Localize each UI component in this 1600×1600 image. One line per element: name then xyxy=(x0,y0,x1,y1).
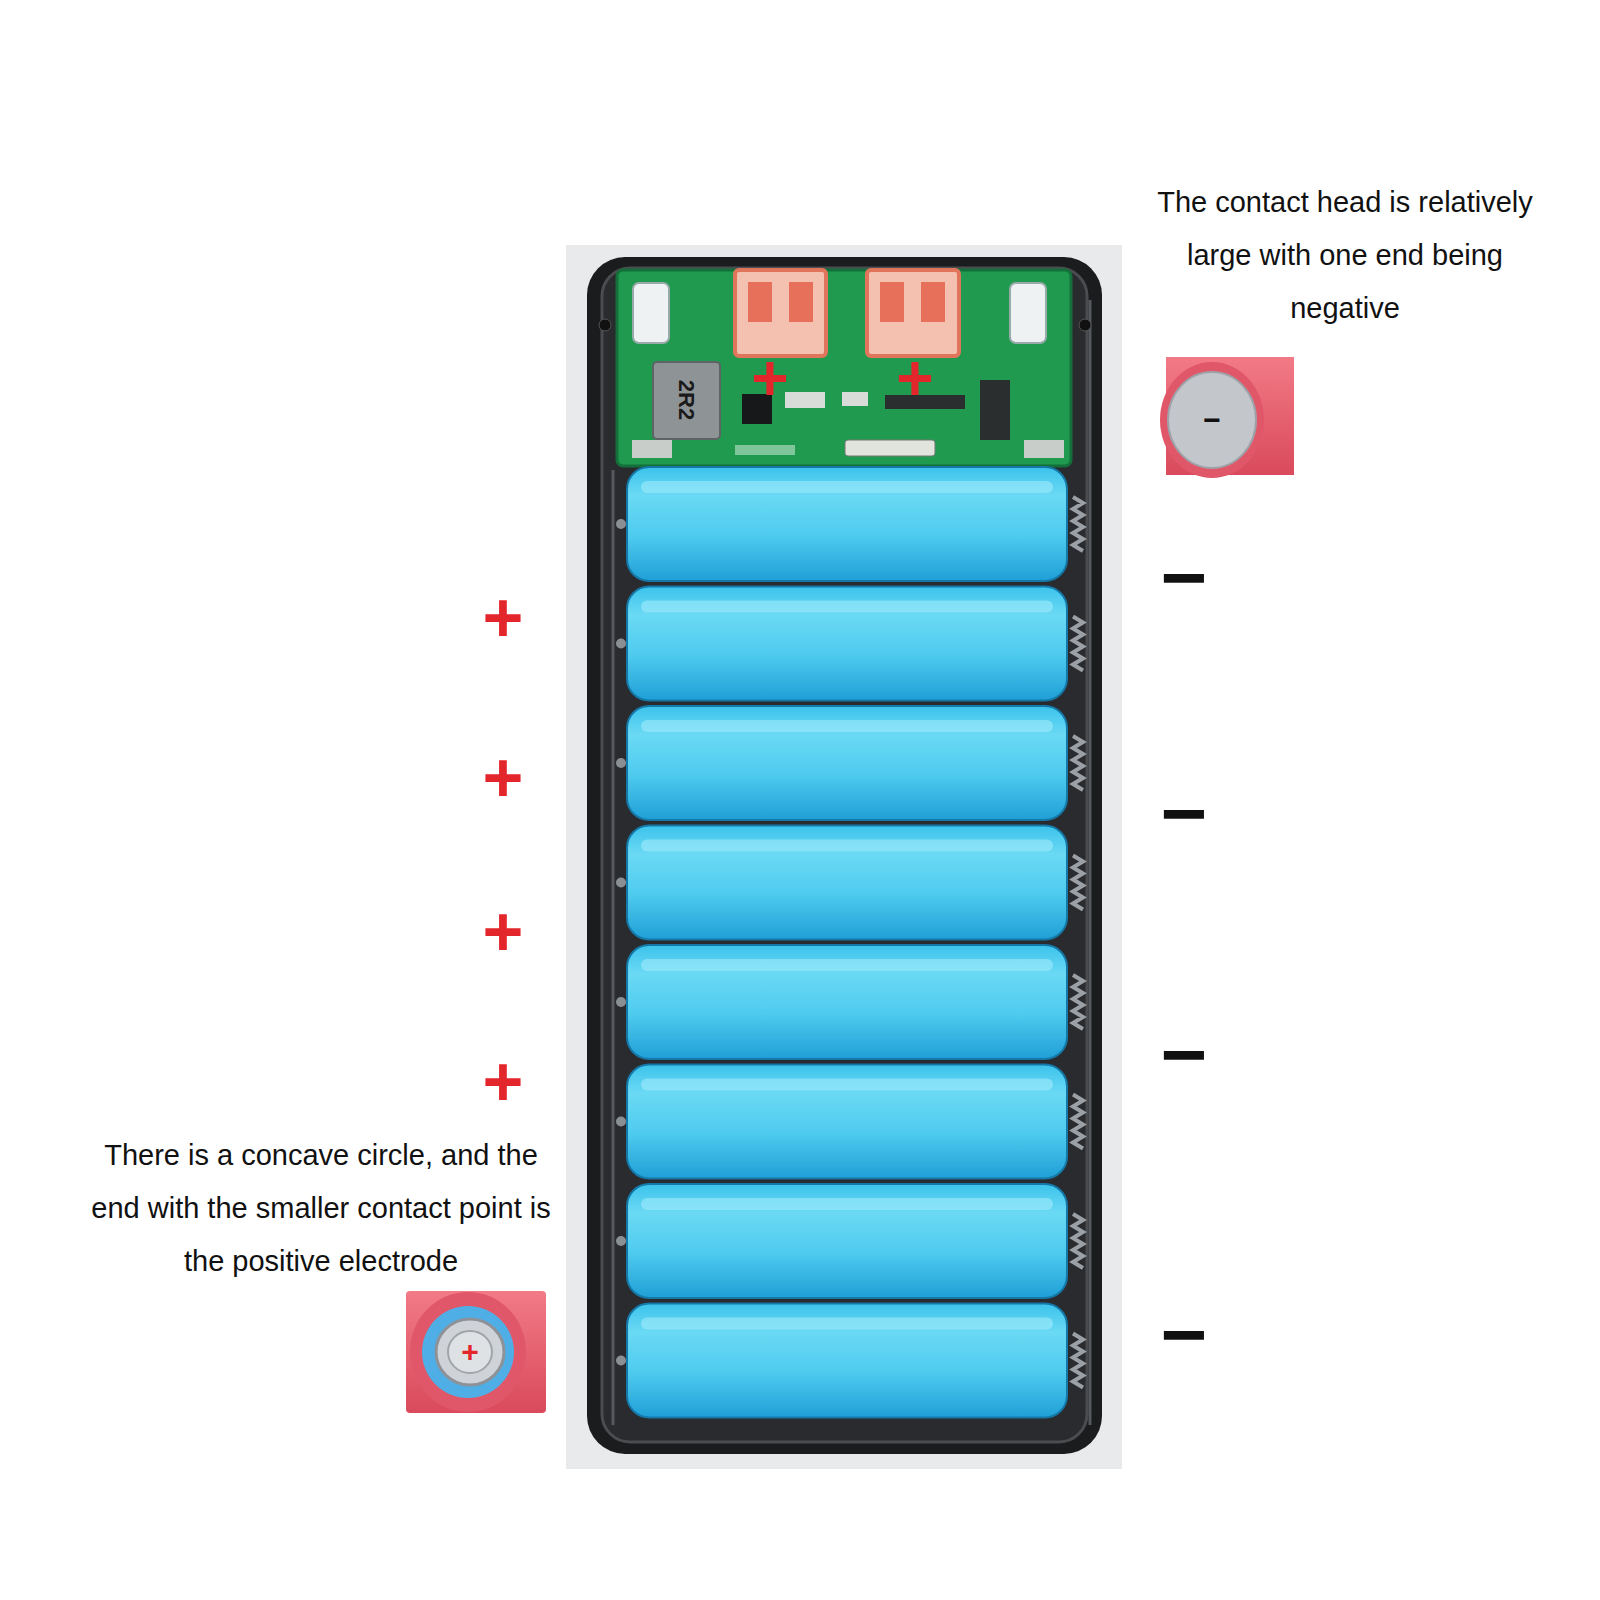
housing-wall xyxy=(1089,300,1092,1425)
usb-pin xyxy=(748,282,772,322)
usb-port xyxy=(867,270,959,356)
inductor xyxy=(653,362,720,439)
battery-cell xyxy=(616,1065,1083,1179)
battery-cell xyxy=(616,587,1083,701)
polarity-mark: + xyxy=(483,1047,524,1117)
polarity-mark: + xyxy=(896,346,933,410)
housing-wall xyxy=(612,470,615,1425)
polarity-mark: − xyxy=(1203,405,1221,435)
housing-inner xyxy=(602,268,1087,1442)
usb-pin xyxy=(880,282,904,322)
led xyxy=(1010,283,1046,343)
positive-end-face xyxy=(436,1319,504,1385)
smd-part xyxy=(785,392,825,408)
led xyxy=(633,283,669,343)
polarity-mark: + xyxy=(751,346,788,410)
note-text: The contact head is relatively large wit… xyxy=(1130,176,1560,335)
polarity-mark: − xyxy=(1161,774,1208,854)
negative-end-face xyxy=(1168,372,1256,468)
usb-port xyxy=(735,270,826,356)
insulator-ring xyxy=(422,1306,514,1398)
polarity-mark: + xyxy=(483,743,524,813)
part-marking: 2R2 xyxy=(675,380,697,420)
pad-row xyxy=(845,440,935,456)
wire-pad xyxy=(1024,440,1064,458)
cell-end-rim xyxy=(1160,362,1264,478)
screw xyxy=(1079,319,1091,331)
trace xyxy=(735,445,795,455)
cell-body-inset xyxy=(406,1291,546,1413)
battery-cell xyxy=(616,706,1083,820)
smd-row xyxy=(980,380,1010,440)
battery-cell xyxy=(616,1304,1083,1418)
battery-cell xyxy=(616,945,1083,1059)
photo-ground xyxy=(566,245,1122,1469)
battery-cell xyxy=(616,1184,1083,1298)
polarity-mark: − xyxy=(1161,1015,1208,1095)
polarity-mark: + xyxy=(483,897,524,967)
smd-part xyxy=(842,392,868,406)
polarity-mark: − xyxy=(1161,1295,1208,1375)
usb-pin xyxy=(921,282,945,322)
polarity-mark: − xyxy=(1161,538,1208,618)
housing xyxy=(587,257,1102,1454)
polarity-mark: + xyxy=(483,583,524,653)
note-text: There is a concave circle, and the end w… xyxy=(81,1129,561,1288)
pcb-edge xyxy=(617,270,1071,466)
battery-cell xyxy=(616,826,1083,940)
usb-pin xyxy=(789,282,813,322)
positive-button xyxy=(448,1331,492,1373)
screw xyxy=(599,319,611,331)
polarity-mark: + xyxy=(461,1337,479,1367)
battery-cell xyxy=(616,467,1083,581)
pcb-board xyxy=(617,270,1071,466)
cell-end-rim xyxy=(410,1292,526,1412)
wire-pad xyxy=(632,440,672,458)
